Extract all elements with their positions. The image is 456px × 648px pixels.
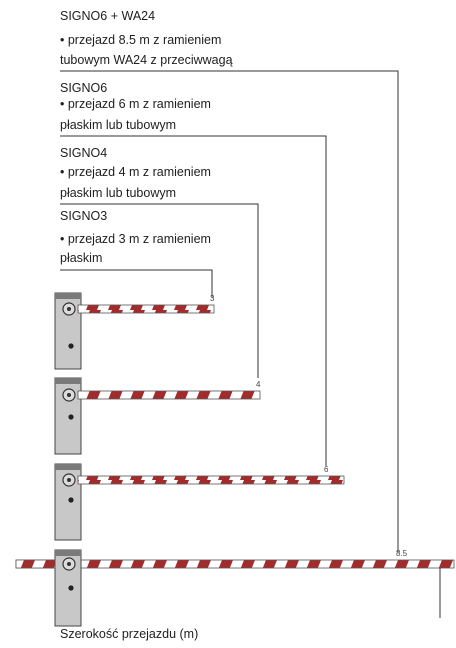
footer-label: Szerokość przejazdu (m) (60, 627, 198, 641)
barrier-arm (77, 475, 345, 485)
model-line2-signo6: płaskim lub tubowym (60, 118, 176, 132)
barrier-signo3: 3 (54, 292, 215, 370)
arm-length-label-6: 6 (324, 465, 329, 474)
leader-line-signo4 (60, 203, 259, 378)
barrier-arm (77, 304, 215, 314)
barrier-housing-top (55, 378, 81, 384)
barrier-housing (54, 377, 82, 455)
barrier-lock (68, 585, 74, 591)
model-line1-signo6: • przejazd 6 m z ramieniem (60, 97, 211, 111)
arm-length-label-8-5: 8.5 (396, 549, 408, 558)
barrier-signo4: 4 (54, 377, 261, 455)
arm-length-label-3: 3 (210, 294, 215, 303)
barrier-arm (77, 390, 261, 400)
arm-length-label-4: 4 (256, 380, 261, 389)
barrier-housing-top (55, 464, 81, 470)
leader-line-signo6-wa24 (60, 70, 399, 552)
barrier-housing-top (55, 293, 81, 299)
model-line2-signo4: płaskim lub tubowym (60, 186, 176, 200)
model-line2-signo6-wa24: tubowym WA24 z przeciwwagą (60, 53, 233, 67)
barrier-lock (68, 497, 74, 503)
model-line2-signo3: płaskim (60, 251, 102, 265)
barrier-lock (68, 343, 74, 349)
model-line1-signo3: • przejazd 3 m z ramieniem (60, 232, 211, 246)
model-name-signo6: SIGNO6 (60, 81, 107, 95)
counterweight-arm (15, 559, 56, 569)
barrier-housing-top (55, 550, 81, 556)
model-line1-signo4: • przejazd 4 m z ramieniem (60, 165, 211, 179)
leader-line-signo3 (60, 269, 213, 298)
model-name-signo3: SIGNO3 (60, 209, 107, 223)
barrier-lock (68, 414, 74, 420)
leader-line-signo6 (60, 135, 327, 466)
barrier-arm-with-counterweight (15, 559, 455, 569)
model-line1-signo6-wa24: • przejazd 8.5 m z ramieniem (60, 33, 221, 47)
barrier-signo6: 6 (54, 463, 345, 541)
model-name-signo6-wa24: SIGNO6 + WA24 (60, 9, 155, 23)
model-name-signo4: SIGNO4 (60, 146, 107, 160)
barrier-signo6-wa24: 8.5 (15, 549, 455, 627)
